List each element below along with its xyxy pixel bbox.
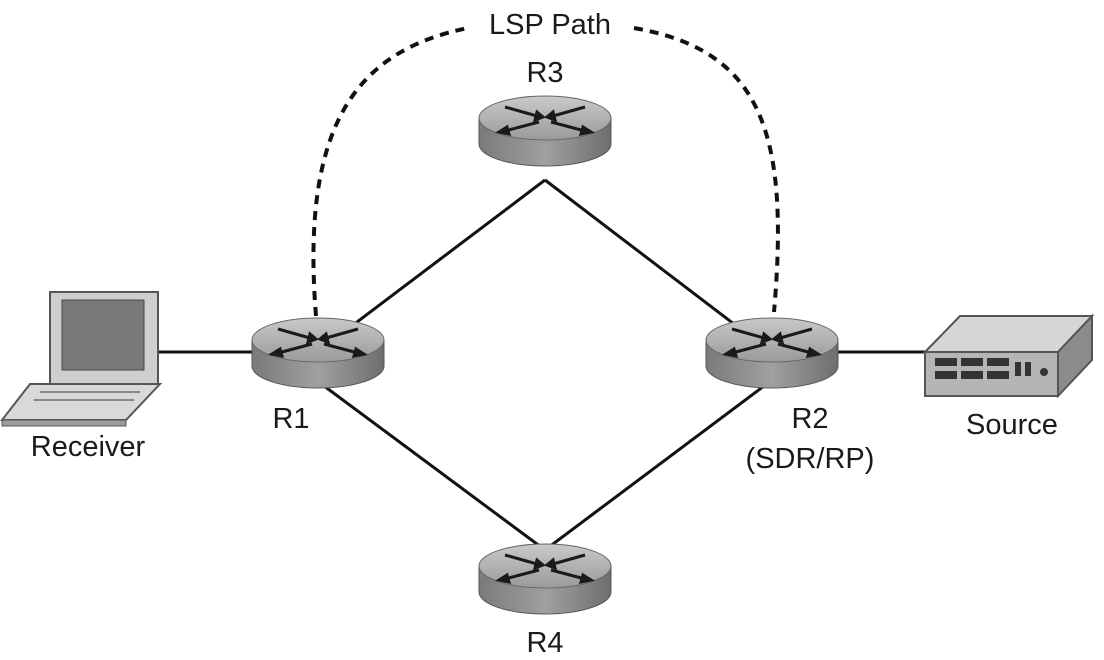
router-r3 — [477, 94, 613, 168]
router-role-r2: (SDR/RP) — [746, 443, 875, 475]
router-r4 — [477, 542, 613, 616]
lsp-path-label: LSP Path — [489, 9, 611, 41]
router-label-r3: R3 — [526, 57, 563, 89]
server-appliance-icon — [922, 313, 1095, 399]
laptop-icon — [0, 291, 163, 427]
router-label-r1: R1 — [272, 403, 309, 435]
lsp-path-arc — [311, 26, 780, 317]
receiver-label: Receiver — [31, 431, 146, 463]
router-r2 — [704, 316, 840, 390]
router-label-r2: R2 — [791, 403, 828, 435]
router-r1 — [250, 316, 386, 390]
source-label: Source — [966, 409, 1058, 441]
link-r4-r2 — [544, 378, 773, 552]
router-label-r4: R4 — [526, 627, 563, 659]
link-r1-r4 — [315, 378, 546, 552]
